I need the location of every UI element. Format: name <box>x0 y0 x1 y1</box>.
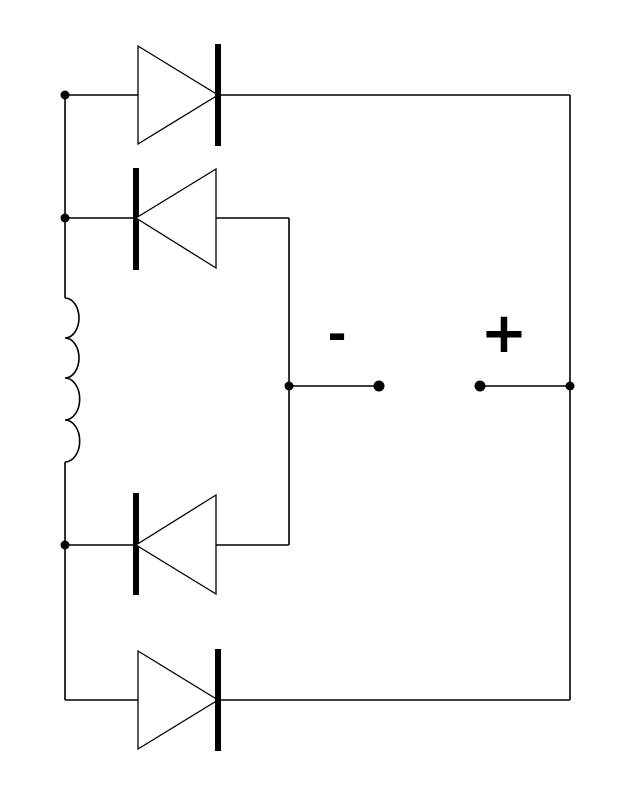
diode-triangle-icon <box>134 493 217 596</box>
junction-dot <box>60 90 70 100</box>
diode-upper-reverse <box>65 167 289 270</box>
diode-bottom-forward <box>65 649 570 751</box>
diode-top-forward <box>65 44 570 146</box>
diode-triangle-icon <box>134 167 217 270</box>
junction-dot <box>565 381 575 391</box>
inductor-coil-icon <box>64 297 81 463</box>
junction-dot <box>60 540 70 550</box>
negative-terminal-dot <box>373 380 385 392</box>
junction-dot <box>60 213 70 223</box>
positive-terminal-dot <box>474 380 486 392</box>
diode-triangle-icon <box>137 44 220 146</box>
negative-terminal-label: - <box>327 307 346 361</box>
positive-terminal-label: + <box>481 301 528 366</box>
diode-lower-reverse <box>65 493 289 596</box>
diode-triangle-icon <box>137 649 220 751</box>
junction-dot <box>284 381 294 391</box>
